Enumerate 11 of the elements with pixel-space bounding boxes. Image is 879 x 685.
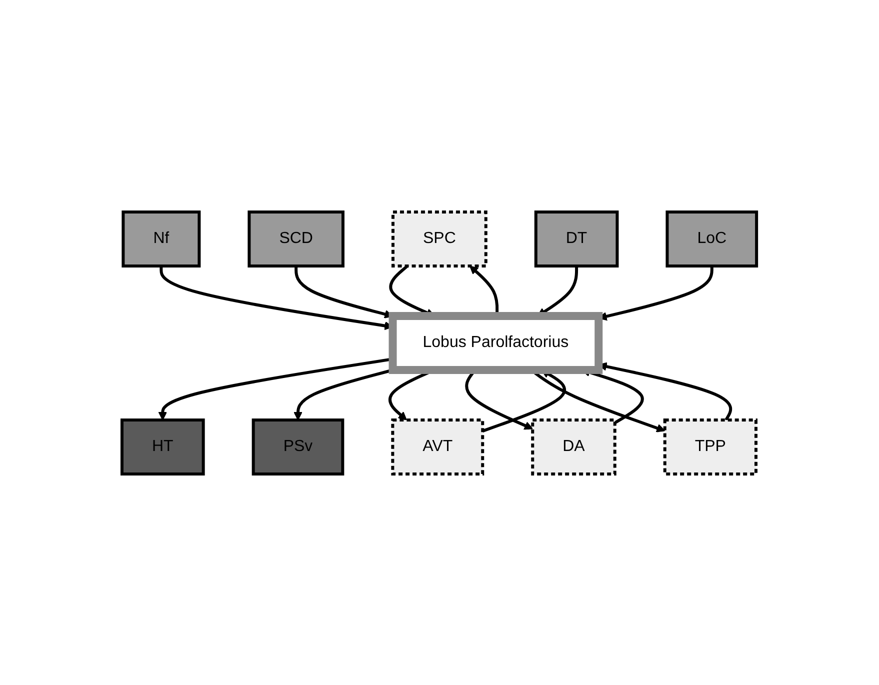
node-box: Lobus Parolfactorius (388, 312, 603, 374)
node-box: SPC (392, 210, 488, 267)
node-box: PSv (252, 418, 344, 475)
node-box: HT (120, 418, 206, 475)
node-box: SCD (248, 210, 345, 267)
node-box: AVT (391, 418, 484, 475)
node-box: Nf (122, 210, 201, 267)
node-box: DA (531, 418, 617, 475)
node-box: DT (534, 210, 619, 267)
node-box: LoC (666, 210, 758, 267)
node-box: TPP (664, 418, 758, 475)
